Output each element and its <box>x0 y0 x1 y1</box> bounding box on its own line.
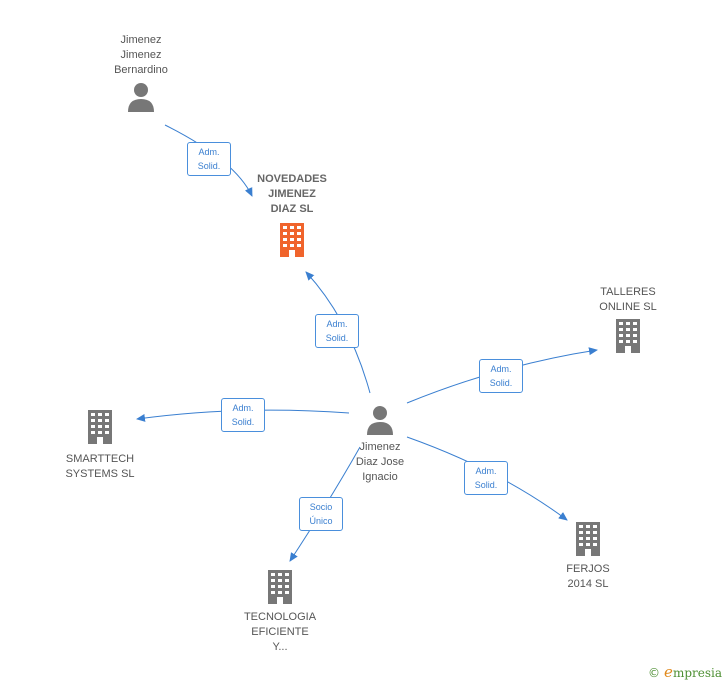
person-icon <box>367 406 393 435</box>
brand-logo[interactable]: ©empresia <box>648 663 722 681</box>
node-label: NOVEDADES JIMENEZ DIAZ SL <box>257 173 327 215</box>
building-icon <box>576 522 600 556</box>
node-novedades[interactable]: NOVEDADES JIMENEZ DIAZ SL <box>242 172 342 259</box>
edge-label-jose-tecnologia[interactable]: Socio Único <box>299 497 343 531</box>
copyright-symbol: © <box>648 666 661 680</box>
node-smarttech[interactable]: SMARTTECH SYSTEMS SL <box>50 410 150 482</box>
node-label: TALLERES ONLINE SL <box>599 286 657 313</box>
edge-label-bernardino-novedades[interactable]: Adm. Solid. <box>187 142 231 176</box>
edge-label-jose-smarttech[interactable]: Adm. Solid. <box>221 398 265 432</box>
node-jose[interactable]: Jimenez Diaz Jose Ignacio <box>340 405 420 485</box>
edge-label-jose-talleres[interactable]: Adm. Solid. <box>479 359 523 393</box>
node-label: FERJOS 2014 SL <box>566 563 610 590</box>
node-ferjos[interactable]: FERJOS 2014 SL <box>538 522 638 592</box>
building-icon <box>280 223 304 257</box>
brand-name: mpresia <box>672 666 722 680</box>
node-label: Jimenez Jimenez Bernardino <box>114 34 168 76</box>
building-icon <box>616 319 640 353</box>
person-icon <box>128 83 154 112</box>
node-label: SMARTTECH SYSTEMS SL <box>65 453 135 480</box>
node-label: TECNOLOGIA EFICIENTE Y... <box>243 611 317 653</box>
node-bernardino[interactable]: Jimenez Jimenez Bernardino <box>101 33 181 114</box>
node-tecnologia[interactable]: TECNOLOGIA EFICIENTE Y... <box>230 570 330 655</box>
edge-label-jose-ferjos[interactable]: Adm. Solid. <box>464 461 508 495</box>
edge-label-jose-novedades[interactable]: Adm. Solid. <box>315 314 359 348</box>
node-label: Jimenez Diaz Jose Ignacio <box>355 441 405 483</box>
building-icon <box>88 410 112 444</box>
brand-initial: e <box>664 663 673 681</box>
building-icon <box>268 570 292 604</box>
node-talleres[interactable]: TALLERES ONLINE SL <box>578 285 678 355</box>
